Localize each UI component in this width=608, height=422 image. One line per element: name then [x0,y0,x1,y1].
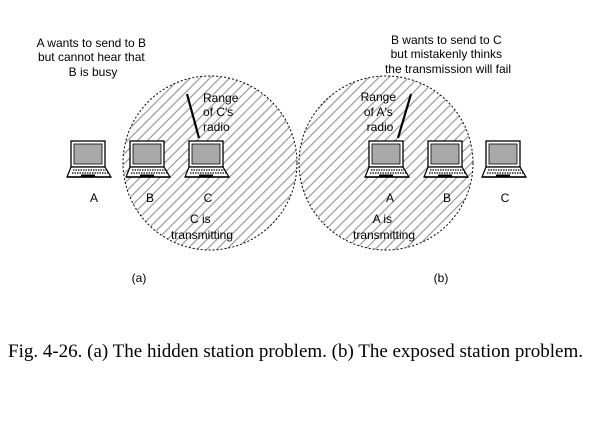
station-label-a: A [386,191,394,205]
station-label-b: B [146,191,154,205]
laptop-icon-b [423,140,469,178]
status-label-a: C is transmitting [171,212,233,242]
status-label-b: A is transmitting [353,212,415,242]
range-label-b: Range of A's radio [361,90,400,134]
note-a: A wants to send to B but cannot hear tha… [37,36,150,79]
range-label-a: Range of C's radio [203,91,242,134]
laptop-icon-b [125,140,171,178]
station-label-b: B [443,191,451,205]
panel-a: A wants to send to B but cannot hear tha… [37,36,298,285]
range-pointer-b [396,93,413,139]
laptop-icon-c [481,140,527,178]
laptop-icon-c [184,140,230,178]
note-b: B wants to send to C but mistakenly thin… [385,33,511,76]
station-label-c: C [501,191,510,205]
range-pointer-a [185,93,201,139]
laptop-icon-a [66,140,112,178]
panel-b: B wants to send to C but mistakenly thin… [298,33,527,285]
laptop-icon-a [364,140,410,178]
station-label-a: A [90,191,98,205]
panel-tag-b: (b) [434,271,449,285]
figure-caption: Fig. 4-26. (a) The hidden station proble… [8,341,583,362]
station-label-c: C [204,191,213,205]
panel-tag-a: (a) [132,271,147,285]
